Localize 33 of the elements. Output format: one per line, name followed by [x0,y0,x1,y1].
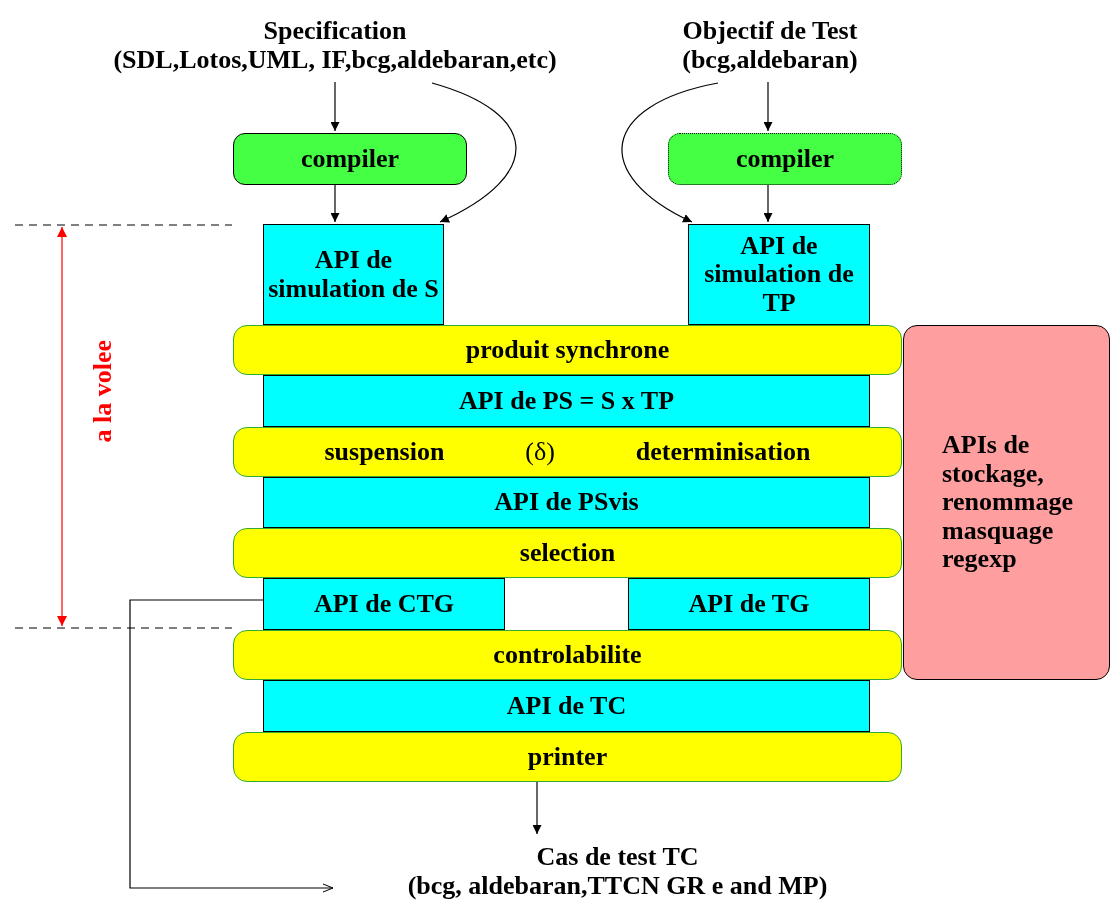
layer-band: selection [233,528,902,578]
arrow [621,82,719,223]
layer-band: printer [233,732,902,782]
api-box: API de simulation de S [263,224,444,325]
format-list-text: (bcg, aldebaran,TTCN GR e and MP) [407,872,828,901]
api-box: API de TG [628,578,870,630]
api-box: API de PS = S x TP [263,375,870,427]
band-text: (δ) [525,437,555,467]
arrow [129,599,334,893]
band-text: suspension [324,437,445,467]
layer-band: controlabilite [233,630,902,680]
arrow [763,184,773,223]
api-panel: APIs de stockage, renommage masquage regexp [903,325,1110,680]
band-text: determinisation [635,437,811,467]
api-box: API de simulation de TP [688,224,870,325]
compiler-box: compiler [668,133,902,185]
format-list-text: (bcg,aldebaran) [682,46,858,75]
heading-text: Specification [263,17,407,46]
format-list-text: (SDL,Lotos,UML, IF,bcg,aldebaran,etc) [113,46,557,75]
range-label: a la volee [88,340,118,443]
api-box: API de TC [263,680,870,732]
heading-text: Cas de test TC [536,843,699,872]
arrow [330,81,340,132]
layer-band: produit synchrone [233,325,902,375]
heading-text: Objectif de Test [682,17,858,46]
arrow [763,81,773,132]
arrow [532,781,542,835]
arrow [330,184,340,223]
layer-band [233,427,902,477]
compiler-box: compiler [233,133,467,185]
arrow [431,82,517,223]
api-box: API de PSvis [263,477,870,528]
api-box: API de CTG [263,578,505,630]
